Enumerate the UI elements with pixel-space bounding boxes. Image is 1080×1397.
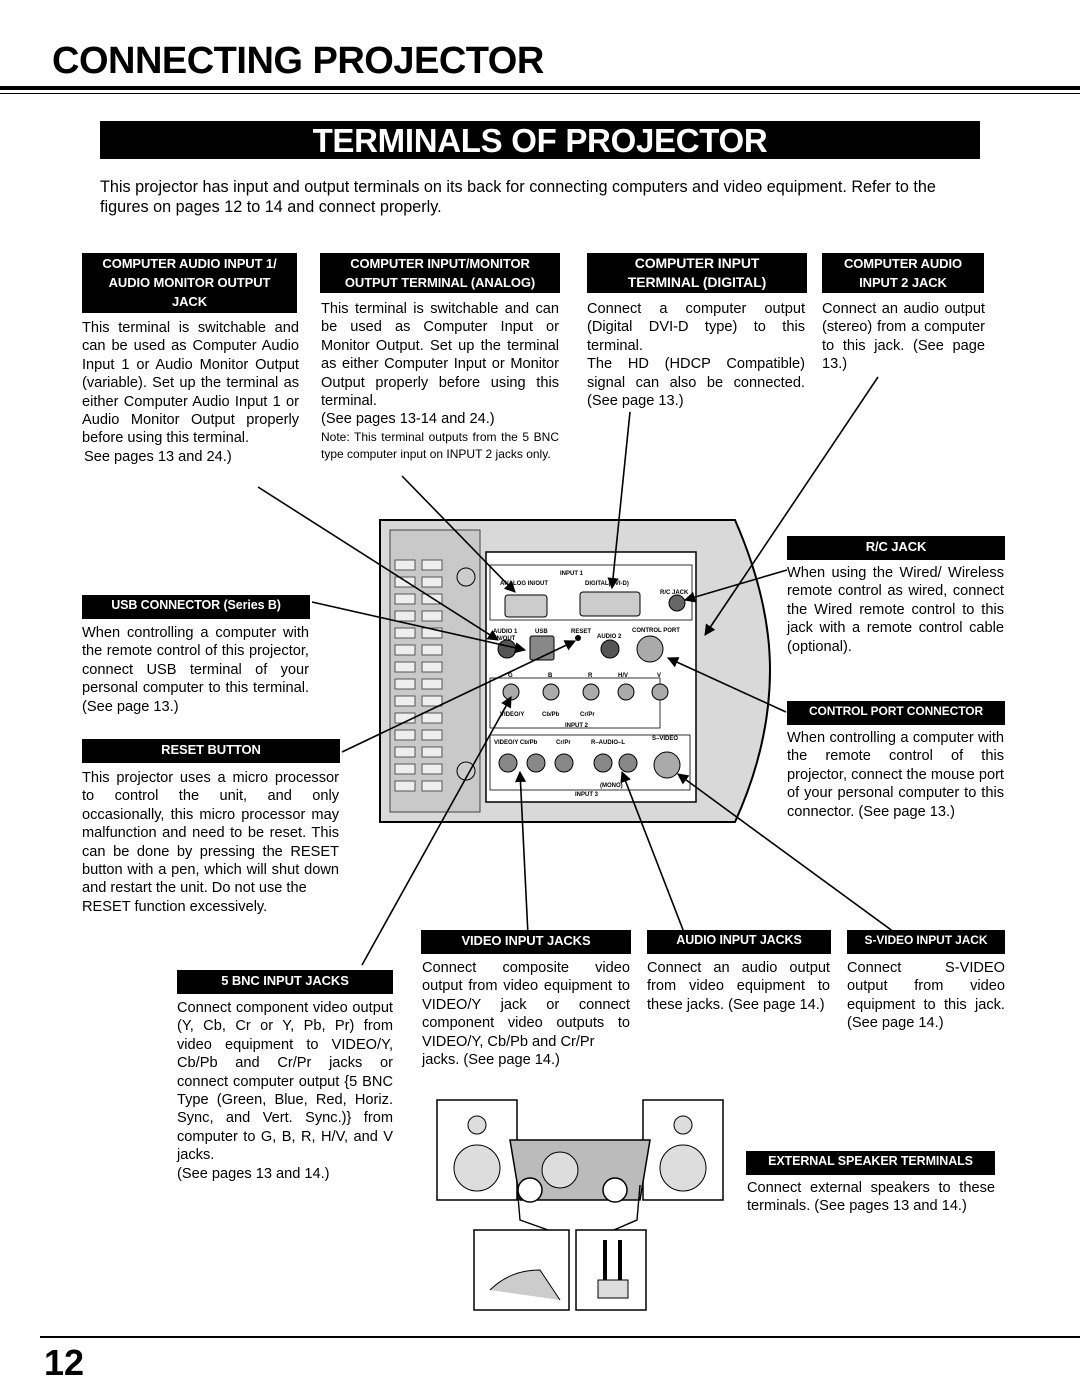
panel-b: B <box>548 673 553 679</box>
panel-crpr3: Cr/Pr <box>556 740 571 746</box>
panel-digital: DIGITAL(DVI-D) <box>585 581 629 587</box>
panel-input2: INPUT 2 <box>565 723 589 729</box>
audio1-text: This terminal is switchable and can be u… <box>82 320 299 465</box>
panel-videoy3: VIDEO/Y Cb/Pb <box>494 740 538 746</box>
page-number: 12 <box>44 1342 85 1383</box>
svideo-label: S-VIDEO INPUT JACK <box>847 930 1005 954</box>
audio-input-label: AUDIO INPUT JACKS <box>647 930 831 954</box>
panel-inout: IN/OUT <box>495 636 516 642</box>
panel-hv: H/V <box>618 673 628 679</box>
reset-text: This projector uses a micro processor to… <box>82 770 339 915</box>
panel-r: R <box>588 673 593 679</box>
control-text: When controlling a computer with the rem… <box>787 730 1004 820</box>
bnc-label: 5 BNC INPUT JACKS <box>177 970 393 994</box>
projector-back-panel: INPUT 1 ANALOG IN/OUT DIGITAL(DVI-D) R/C… <box>379 519 772 823</box>
panel-control: CONTROL PORT <box>632 628 680 634</box>
panel-svideo: S–VIDEO <box>652 736 678 742</box>
panel-input3: INPUT 3 <box>575 792 599 798</box>
panel-analog: ANALOG IN/OUT <box>500 581 548 587</box>
panel-videoy: VIDEO/Y <box>500 712 524 718</box>
speaker-label: EXTERNAL SPEAKER TERMINALS <box>746 1151 995 1175</box>
panel-crpr: Cr/Pr <box>580 712 595 718</box>
panel-usb: USB <box>535 629 548 635</box>
panel-input1: INPUT 1 <box>560 571 584 577</box>
audio-input-text: Connect an audio output from video equip… <box>647 960 830 1013</box>
usb-label: USB CONNECTOR (Series B) <box>82 595 310 619</box>
panel-g: G <box>508 673 513 679</box>
reset-label: RESET BUTTON <box>82 739 340 763</box>
video-label: VIDEO INPUT JACKS <box>421 930 631 954</box>
panel-audiolr: R–AUDIO–L <box>591 740 625 746</box>
panel-rc: R/C JACK <box>660 590 689 596</box>
control-label: CONTROL PORT CONNECTOR <box>787 701 1005 725</box>
analog-text: This terminal is switchable and can be u… <box>321 301 559 461</box>
speaker-illustration <box>436 1099 724 1311</box>
header-rule <box>0 86 1080 90</box>
panel-audio1: AUDIO 1 <box>493 629 518 635</box>
panel-cbpb: Cb/Pb <box>542 712 560 718</box>
audio2-text: Connect an audio output (stereo) from a … <box>822 301 985 373</box>
bnc-text: Connect component video output (Y, Cb, C… <box>177 1000 393 1182</box>
audio2-label: COMPUTER AUDIO INPUT 2 JACK <box>822 253 984 293</box>
rc-text: When using the Wired/ Wireless remote co… <box>787 565 1004 655</box>
digital-text: Connect a computer output (Digital DVI-D… <box>587 301 805 410</box>
speaker-text: Connect external speakers to these termi… <box>747 1180 995 1215</box>
analog-label: COMPUTER INPUT/MONITOR OUTPUT TERMINAL (… <box>320 253 560 293</box>
digital-label: COMPUTER INPUT TERMINAL (DIGITAL) <box>587 253 807 293</box>
usb-text: When controlling a computer with the rem… <box>82 625 309 715</box>
audio1-label: COMPUTER AUDIO INPUT 1/ AUDIO MONITOR OU… <box>82 253 297 313</box>
panel-v: V <box>657 673 661 679</box>
panel-reset: RESET <box>571 629 591 635</box>
section-title: TERMINALS OF PROJECTOR <box>100 121 980 159</box>
header-rule-thin <box>0 93 1080 94</box>
rc-label: R/C JACK <box>787 536 1005 560</box>
panel-audio2: AUDIO 2 <box>597 634 622 640</box>
panel-mono: (MONO) <box>600 783 623 789</box>
video-text: Connect composite video output from vide… <box>422 960 630 1069</box>
footer-rule <box>40 1336 1080 1338</box>
intro-text: This projector has input and output term… <box>100 178 936 216</box>
page-title: CONNECTING PROJECTOR <box>52 40 544 82</box>
svideo-text: Connect S-VIDEO output from video equipm… <box>847 960 1005 1032</box>
